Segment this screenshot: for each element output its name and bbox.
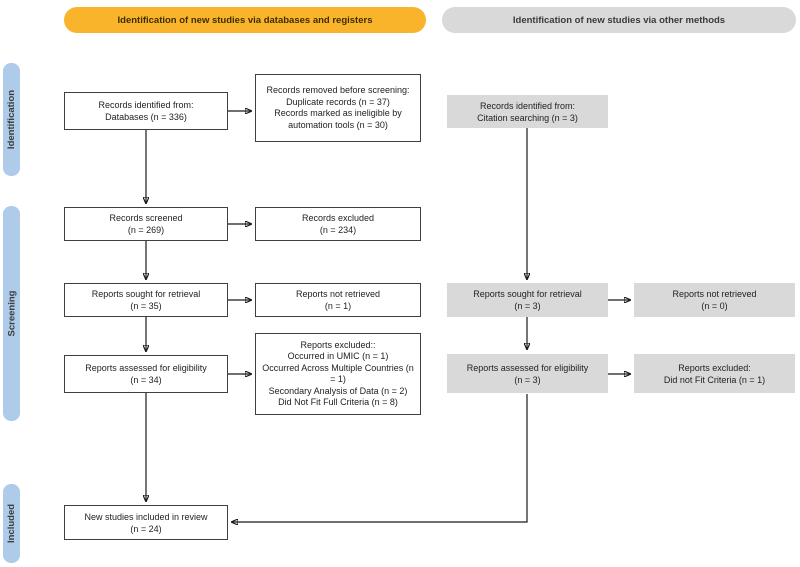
header-other-methods: Identification of new studies via other … <box>442 7 796 33</box>
box-reports-assessed-other: Reports assessed for eligibility (n = 3) <box>447 354 608 393</box>
stage-label-identification: Identification <box>3 63 20 176</box>
stage-label-screening-text: Screening <box>6 290 17 337</box>
box-line: (n = 234) <box>319 225 357 235</box>
box-line: (n = 1) <box>324 301 352 311</box>
box-line: Occurred Across Multiple Countries (n = … <box>262 362 414 385</box>
box-line: Records screened <box>109 213 183 223</box>
box-line: (n = 24) <box>130 523 162 534</box>
box-line: Reports sought for retrieval <box>91 289 201 299</box>
box-records-excluded: Records excluded (n = 234) <box>255 207 421 241</box>
box-line: Reports not retrieved <box>295 289 381 299</box>
box-records-screened: Records screened (n = 269) <box>64 207 228 241</box>
box-new-studies-included: New studies included in review (n = 24) <box>64 505 228 540</box>
header-databases-registers-label: Identification of new studies via databa… <box>117 14 373 26</box>
box-line: Reports excluded:: <box>300 339 376 350</box>
box-line: Records marked as ineligible by automati… <box>274 108 402 130</box>
box-line: Reports assessed for eligibility <box>466 362 589 373</box>
box-reports-sought-databases: Reports sought for retrieval (n = 35) <box>64 283 228 317</box>
box-line: Did not Fit Criteria (n = 1) <box>663 374 766 385</box>
box-line: Records identified from: <box>479 100 576 111</box>
box-line: Occurred in UMIC (n = 1) <box>287 351 389 361</box>
header-databases-registers: Identification of new studies via databa… <box>64 7 426 33</box>
box-reports-excluded-databases: Reports excluded:: Occurred in UMIC (n =… <box>255 333 421 415</box>
box-records-removed-before-screening: Records removed before screening: Duplic… <box>255 74 421 142</box>
box-line: Secondary Analysis of Data (n = 2) <box>268 385 408 396</box>
box-line: (n = 269) <box>127 225 165 235</box>
box-reports-excluded-other: Reports excluded: Did not Fit Criteria (… <box>634 354 795 393</box>
box-records-identified-databases: Records identified from: Databases (n = … <box>64 92 228 130</box>
box-line: Duplicate records (n = 37) <box>286 96 390 107</box>
box-reports-not-retrieved-other: Reports not retrieved (n = 0) <box>634 283 795 317</box>
box-line: (n = 3) <box>514 301 541 311</box>
box-line: Databases (n = 336) <box>105 112 187 122</box>
box-line: (n = 35) <box>130 301 162 311</box>
box-line: Records removed before screening: <box>266 85 410 95</box>
box-line: Reports not retrieved <box>672 289 757 299</box>
box-line: Reports sought for retrieval <box>473 289 582 299</box>
stage-label-included: Included <box>3 484 20 563</box>
box-line: Reports assessed for eligibility <box>85 363 207 373</box>
header-other-methods-label: Identification of new studies via other … <box>512 14 726 26</box>
box-line: Records identified from: <box>98 100 194 110</box>
box-line: Citation searching (n = 3) <box>477 112 578 123</box>
box-line: Reports excluded: <box>678 362 751 373</box>
box-line: (n = 0) <box>701 301 728 311</box>
box-line: Records excluded <box>301 213 375 223</box>
box-line: Did Not Fit Full Criteria (n = 8) <box>278 397 398 407</box>
box-records-identified-citation: Records identified from: Citation search… <box>447 95 608 128</box>
box-line: New studies included in review <box>84 511 208 522</box>
stage-label-identification-text: Identification <box>6 89 17 150</box>
stage-label-screening: Screening <box>3 206 20 421</box>
box-reports-not-retrieved-databases: Reports not retrieved (n = 1) <box>255 283 421 317</box>
box-line: (n = 34) <box>130 375 162 385</box>
box-reports-assessed-databases: Reports assessed for eligibility (n = 34… <box>64 355 228 393</box>
stage-label-included-text: Included <box>6 503 17 544</box>
box-reports-sought-other: Reports sought for retrieval (n = 3) <box>447 283 608 317</box>
box-line: (n = 3) <box>514 374 541 385</box>
